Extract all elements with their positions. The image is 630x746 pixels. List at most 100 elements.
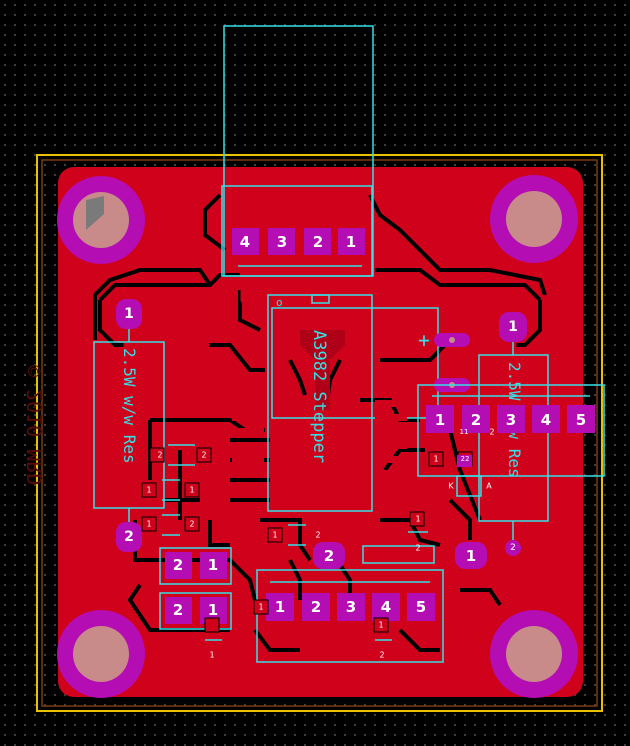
connector-pin-pad [232, 228, 259, 255]
connector-pin-pad [268, 228, 295, 255]
smd-label: 11 [460, 428, 469, 436]
smd-label: 2 [379, 651, 384, 660]
connector-pin-label: 2 [313, 233, 323, 251]
center-pad [455, 542, 487, 569]
chip-label: A3982 Stepper [309, 330, 329, 463]
connector-pin-label: 4 [381, 598, 391, 616]
smd-pad [141, 482, 157, 498]
connector-pin-pad [338, 228, 365, 255]
smd-pad [373, 617, 389, 633]
resistor-pin-label: 1 [124, 306, 134, 322]
polarity-plus: + [418, 328, 430, 352]
smd-label: 22 [461, 455, 470, 463]
connector-pin-pad [567, 405, 595, 433]
copyright-text: © 2010 MRD [23, 365, 47, 485]
board-outline [36, 154, 603, 712]
board-outline-inner [41, 159, 598, 707]
mounting-holes [57, 175, 578, 698]
center-pads: 2 1 [313, 542, 487, 569]
smd-pad [149, 447, 165, 463]
smd-pad [184, 482, 200, 498]
smd-label: 2 [157, 451, 162, 460]
smd-pad [141, 516, 157, 532]
jumper-outline [159, 547, 232, 585]
right-connector: 1 2 3 4 5 [417, 384, 605, 477]
connector-pin-pad [426, 405, 454, 433]
smd-pad [409, 511, 425, 527]
mount-hole-drill [506, 191, 562, 247]
diode-outline [456, 475, 482, 497]
center-pad-label: 2 [324, 547, 334, 565]
smd-label: 1 [209, 651, 214, 660]
connector-pin-pad [462, 405, 490, 433]
top-connector: 4 3 2 1 [221, 25, 374, 277]
connector-pin-label: 4 [240, 233, 250, 251]
jumper-pin-pad [165, 552, 192, 579]
resistor-pin-label: 1 [508, 319, 518, 335]
jumper-pin-label: 1 [208, 601, 218, 619]
connector-pin-label: 2 [311, 598, 321, 616]
connector-body [221, 185, 373, 277]
connector-pin-label: 5 [416, 598, 426, 616]
mount-hole-drill [506, 626, 562, 682]
small-labels: 2 1 1 1 2 1 2 1 1 2 1 2 11 22 1 K A 2 1 … [146, 428, 494, 660]
center-pad-label: 1 [466, 547, 476, 565]
connector-pin-pad [304, 228, 331, 255]
connector-pin-label: 5 [576, 411, 586, 429]
connector-pin-label: 3 [506, 411, 516, 429]
connector-pin-label: 2 [471, 411, 481, 429]
connector-pin-label: 1 [435, 411, 445, 429]
jumper-pin-pad [200, 552, 227, 579]
jumper-pin-label: 2 [173, 556, 183, 574]
mount-hole-drill [73, 626, 129, 682]
smd-label: 1 [146, 486, 151, 495]
connector-pin-pad [372, 593, 400, 621]
connector-pin-pad [302, 593, 330, 621]
bottom-connector: 1 2 3 4 5 [256, 569, 444, 663]
center-pad-outline [362, 545, 435, 564]
smd-pad [184, 516, 200, 532]
connector-pin-pad [266, 593, 294, 621]
jumper-outline [159, 592, 232, 630]
smd-label: 2 [415, 544, 420, 553]
smd-label: 2 [189, 520, 194, 529]
smd-label: A [486, 482, 492, 491]
stepper-chip: o A3982 Stepper + [232, 294, 470, 512]
connector-pin-label: 1 [275, 598, 285, 616]
resistor-pin-label: 2 [124, 529, 134, 545]
smd-pad [196, 447, 212, 463]
connector-pin-pad [497, 405, 525, 433]
smd-label: 1 [378, 621, 383, 630]
chip-pin1-marker: o [276, 296, 283, 309]
connector-pin-label: 1 [346, 233, 356, 251]
connector-pin-pad [337, 593, 365, 621]
smd-label: 1 [258, 603, 263, 612]
smd-pad [253, 599, 269, 615]
jumper-a: 2 1 [159, 547, 232, 585]
connector-pin-label: 4 [541, 411, 551, 429]
resistor-pin-pad [499, 312, 527, 342]
jumper-pin-label: 1 [208, 556, 218, 574]
smd-components [141, 444, 482, 641]
jumper-pin-pad [165, 597, 192, 624]
resistor-pin-label: 2 [510, 543, 516, 553]
connector-pin-pad [407, 593, 435, 621]
connector-pin-pad [532, 405, 560, 433]
center-pad [313, 542, 345, 569]
resistor-right: 1 2 2.5W w/w Res [478, 312, 549, 556]
connector-pin-label: 3 [346, 598, 356, 616]
resistor-left: 1 2 2.5W w/w Res [93, 299, 165, 552]
smd-label: 1 [433, 455, 438, 464]
resistor-label: 2.5W w/w Res [120, 348, 139, 464]
smd-label: 2 [315, 531, 320, 540]
connector-pin-label: 3 [277, 233, 287, 251]
smd-label: 2 [489, 428, 494, 437]
smd-label: 1 [272, 531, 277, 540]
smd-label: 1 [146, 520, 151, 529]
smd-label: 1 [415, 515, 420, 524]
smd-label: 2 [201, 451, 206, 460]
resistor-pin-pad [116, 299, 142, 329]
resistor-pin-pad [505, 540, 521, 556]
connector-outline [256, 569, 444, 663]
